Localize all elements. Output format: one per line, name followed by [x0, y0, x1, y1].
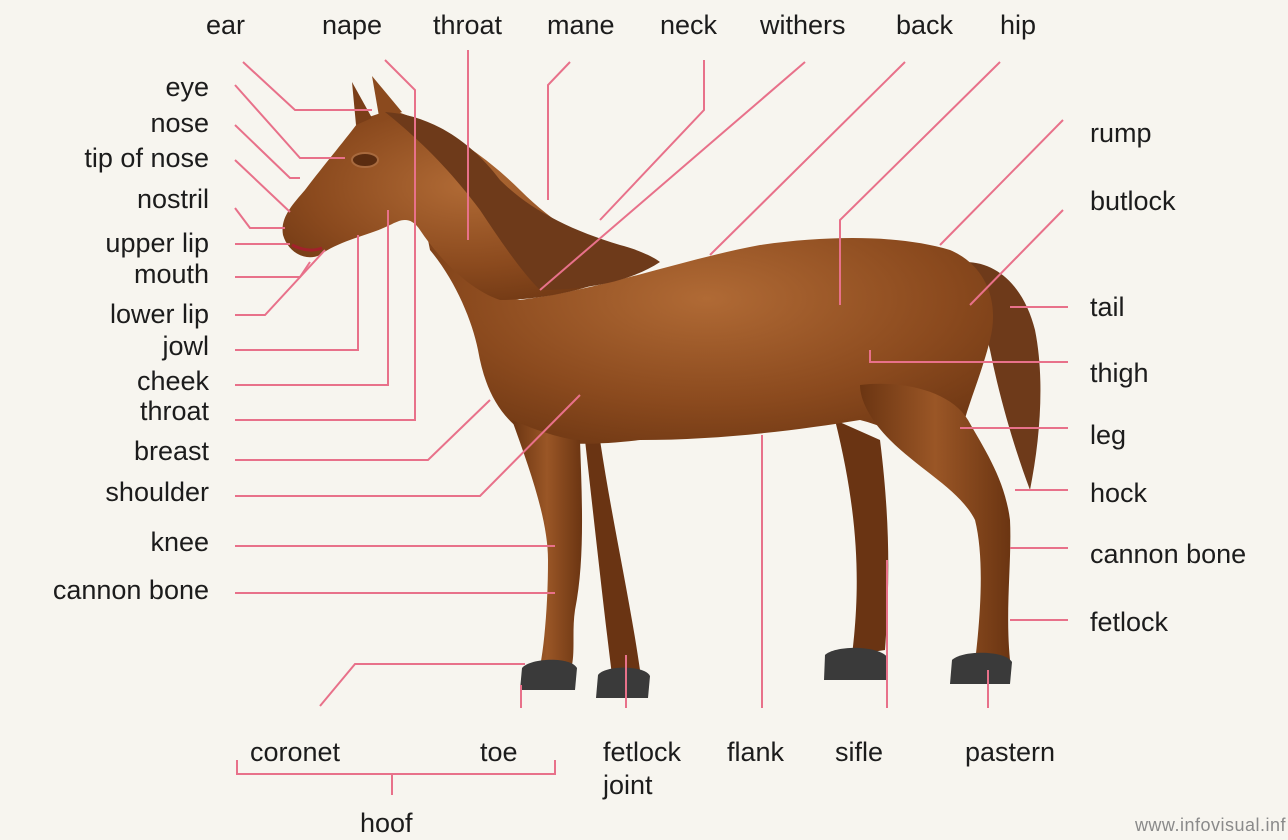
eye-shape [352, 153, 378, 167]
label-throat-top: throat [433, 10, 502, 40]
label-flank: flank [727, 737, 784, 767]
label-knee: knee [150, 527, 209, 557]
label-jowl: jowl [162, 331, 209, 361]
label-neck: neck [660, 10, 717, 40]
label-shoulder: shoulder [105, 477, 209, 507]
label-mane: mane [547, 10, 615, 40]
label-back: back [896, 10, 953, 40]
label-throat-left: throat [140, 396, 209, 426]
label-eye: eye [165, 72, 209, 102]
label-nostril: nostril [137, 184, 209, 214]
label-rump: rump [1090, 118, 1152, 148]
label-thigh: thigh [1090, 358, 1149, 388]
label-mouth: mouth [134, 259, 209, 289]
near-front-leg [512, 420, 582, 667]
label-tail: tail [1090, 292, 1125, 322]
label-cannon-bone-right: cannon bone [1090, 539, 1246, 569]
label-leg: leg [1090, 420, 1126, 450]
label-lower-lip: lower lip [110, 299, 209, 329]
far-legs [585, 420, 888, 675]
label-sifle: sifle [835, 737, 883, 767]
hooves [520, 648, 1012, 698]
label-withers: withers [760, 10, 846, 40]
label-breast: breast [134, 436, 209, 466]
label-ear: ear [206, 10, 245, 40]
label-hoof: hoof [360, 808, 413, 838]
label-butlock: butlock [1090, 186, 1176, 216]
label-hip: hip [1000, 10, 1036, 40]
label-fetlock: fetlock [1090, 607, 1168, 637]
label-fetlock-joint-2: joint [603, 770, 653, 800]
ear-shape [352, 82, 372, 125]
label-nape: nape [322, 10, 382, 40]
label-tip-of-nose: tip of nose [84, 143, 209, 173]
label-nose: nose [150, 108, 209, 138]
label-fetlock-joint-1: fetlock [603, 737, 681, 767]
label-coronet: coronet [250, 737, 340, 767]
label-cheek: cheek [137, 366, 209, 396]
watermark: www.infovisual.inf [1135, 815, 1286, 836]
label-hock: hock [1090, 478, 1147, 508]
label-cannon-bone-left: cannon bone [53, 575, 209, 605]
label-upper-lip: upper lip [105, 228, 209, 258]
label-toe: toe [480, 737, 518, 767]
label-pastern: pastern [965, 737, 1055, 767]
